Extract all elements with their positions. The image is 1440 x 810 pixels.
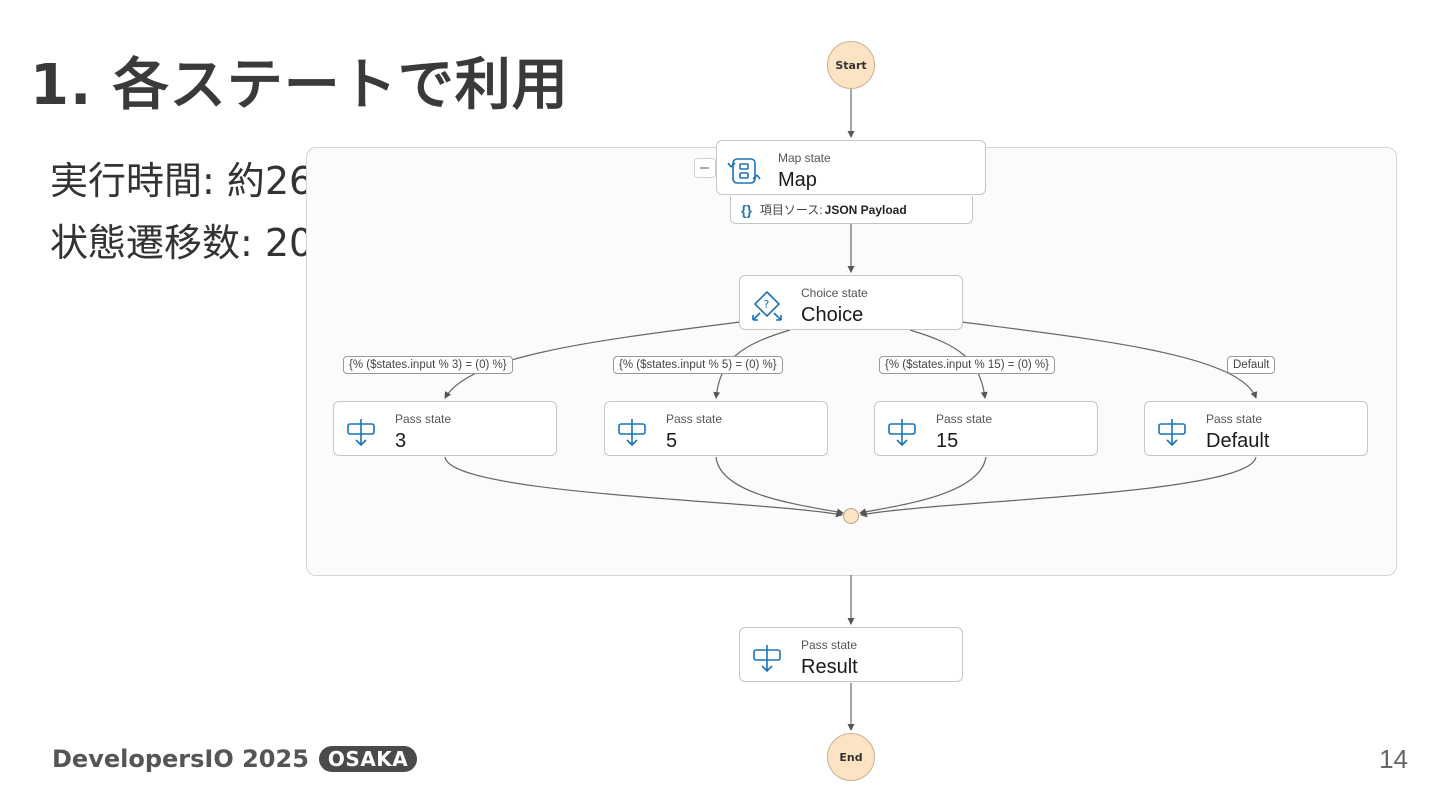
pass-state-5-node[interactable]: Pass state 5 xyxy=(604,401,828,456)
state-name-label: 15 xyxy=(936,430,959,452)
condition-label-mod3: {% ($states.input % 3) = (0) %} xyxy=(343,356,513,374)
pass-icon xyxy=(750,641,784,675)
state-type-label: Pass state xyxy=(666,412,723,426)
json-braces-icon: {} xyxy=(741,201,752,218)
svg-text:?: ? xyxy=(764,298,770,311)
state-type-label: Pass state xyxy=(1206,412,1263,426)
result-state-node[interactable]: Pass state Result xyxy=(739,627,963,682)
collapse-map-button[interactable] xyxy=(694,158,716,178)
execution-time: 実行時間: 約26秒 xyxy=(50,159,352,203)
state-type-label: Pass state xyxy=(801,638,858,652)
state-name-label: 5 xyxy=(666,430,678,452)
condition-label-mod15: {% ($states.input % 15) = (0) %} xyxy=(879,356,1055,374)
edge-15-join xyxy=(859,456,987,516)
condition-label-default: Default xyxy=(1227,356,1276,374)
edge-default-join xyxy=(860,456,1257,518)
edge-choice-15 xyxy=(909,329,988,399)
state-name-label: Map xyxy=(778,169,817,191)
pass-state-default-node[interactable]: Pass state Default xyxy=(1144,401,1368,456)
state-name-label: Default xyxy=(1206,430,1270,452)
event-location-badge: OSAKA xyxy=(318,746,418,772)
state-type-label: Map state xyxy=(778,151,831,165)
pass-icon xyxy=(885,415,919,449)
item-source-prefix: 項目ソース: xyxy=(759,203,823,217)
state-name-label: Choice xyxy=(801,304,864,326)
state-type-label: Pass state xyxy=(395,412,452,426)
choice-icon: ? xyxy=(750,289,784,323)
edge-5-join xyxy=(715,456,844,516)
choice-state-node[interactable]: ? Choice state Choice xyxy=(739,275,963,330)
event-logo-text: DevelopersIO 2025 xyxy=(52,745,309,773)
state-name-label: 3 xyxy=(395,430,407,452)
edge-choice-3 xyxy=(444,321,741,399)
edge-choice-5 xyxy=(713,329,791,399)
state-type-label: Pass state xyxy=(936,412,993,426)
item-source-value: JSON Payload xyxy=(824,202,907,217)
edge-choice-default xyxy=(961,321,1258,399)
join-point xyxy=(843,508,859,524)
condition-label-mod5: {% ($states.input % 5) = (0) %} xyxy=(613,356,783,374)
page-number: 14 xyxy=(1379,744,1408,774)
edge-3-join xyxy=(444,456,843,518)
map-state-node[interactable]: Map state Map xyxy=(716,140,986,195)
state-type-label: Choice state xyxy=(801,286,868,300)
pass-icon xyxy=(344,415,378,449)
map-icon xyxy=(727,154,761,188)
map-item-source-label: {} 項目ソース: JSON Payload xyxy=(730,196,973,224)
slide-title: 1. 各ステートで利用 xyxy=(30,53,569,118)
pass-icon xyxy=(1155,415,1189,449)
start-node[interactable]: Start xyxy=(827,41,875,89)
pass-state-15-node[interactable]: Pass state 15 xyxy=(874,401,1098,456)
pass-state-3-node[interactable]: Pass state 3 xyxy=(333,401,557,456)
pass-icon xyxy=(615,415,649,449)
event-logo: DevelopersIO 2025 OSAKA xyxy=(52,745,418,773)
end-node[interactable]: End xyxy=(827,733,875,781)
state-name-label: Result xyxy=(801,656,858,678)
